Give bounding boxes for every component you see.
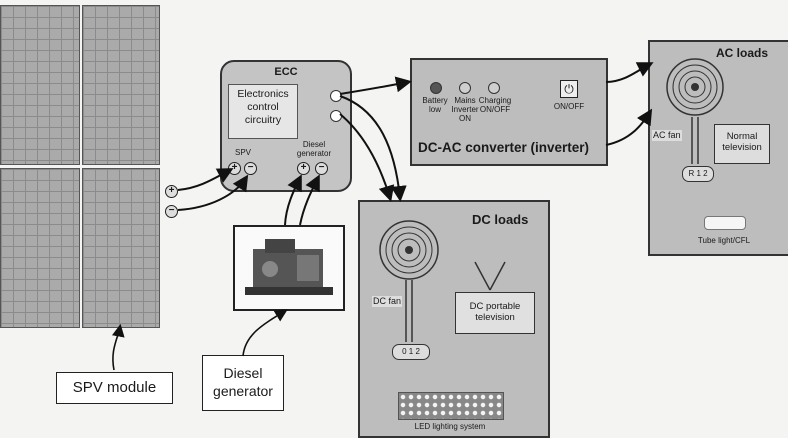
power-switch-icon[interactable]: ⏻: [560, 80, 578, 98]
pointer-diesel-label: [243, 311, 285, 356]
spv-module-panel: [0, 168, 80, 328]
ecc-spv-minus-terminal: −: [244, 162, 257, 175]
ecc-output-indicator: [330, 90, 342, 102]
led-lighting-label: LED lighting system: [390, 422, 510, 431]
inverter-title: DC-AC converter (inverter): [418, 140, 589, 155]
ac-fan-speed: R 1 2: [682, 166, 714, 182]
spv-module-label-text: SPV module: [73, 379, 156, 396]
tube-light-label: Tube light/CFL: [684, 236, 764, 245]
inverter-unit: Battery low Mains Inverter ON Charging O…: [410, 58, 608, 166]
ecc-spv-plus-terminal: +: [228, 162, 241, 175]
tube-light-icon: [704, 216, 746, 230]
spv-module-panel: [82, 168, 160, 328]
mains-inverter-label: Mains Inverter ON: [448, 96, 482, 123]
normal-tv: Normal television: [714, 124, 770, 164]
dc-loads-panel: DC loads DC fan 0 1 2 DC portable televi…: [358, 200, 550, 438]
ecc-diesel-label: Diesel generator: [292, 140, 336, 158]
spv-module-panel: [82, 5, 160, 165]
dc-fan-speed: 0 1 2: [392, 344, 430, 360]
ecc-unit: ECC Electronics control circuitry SPV Di…: [220, 60, 352, 192]
ac-loads-panel: AC loads AC fan R 1 2 Normal television …: [648, 40, 788, 256]
pointer-spv-label: [113, 327, 120, 370]
charging-led: [488, 82, 500, 94]
power-switch-label: ON/OFF: [550, 102, 588, 111]
ac-fan-icon: [665, 57, 725, 119]
ecc-title: ECC: [222, 66, 350, 78]
spv-module-label: SPV module: [56, 372, 173, 404]
ecc-output-indicator: [330, 110, 342, 122]
mains-inverter-led: [459, 82, 471, 94]
ecc-circuit-label: Electronics control circuitry: [228, 84, 298, 139]
charging-label: Charging ON/OFF: [478, 96, 512, 114]
normal-tv-label: Normal television: [715, 125, 769, 153]
spv-module-panel: [0, 5, 80, 165]
ecc-diesel-plus-terminal: +: [297, 162, 310, 175]
diesel-generator-icon: [235, 227, 343, 309]
wire-inverter-to-ac-loads-1: [606, 64, 650, 82]
diesel-generator-label: Diesel generator: [202, 355, 284, 411]
diesel-generator-label-text: Diesel generator: [203, 356, 283, 408]
dc-portable-tv: DC portable television: [455, 292, 535, 334]
led-lighting-icon: [398, 392, 504, 420]
ecc-spv-label: SPV: [228, 148, 258, 157]
spv-minus-terminal: −: [165, 205, 178, 218]
dc-fan-label: DC fan: [372, 296, 402, 307]
ecc-diesel-minus-terminal: −: [315, 162, 328, 175]
ac-fan-label: AC fan: [652, 130, 682, 141]
diesel-generator-image: [233, 225, 345, 311]
dc-portable-tv-label: DC portable television: [456, 293, 534, 323]
dc-loads-title: DC loads: [472, 212, 528, 227]
spv-plus-terminal: +: [165, 185, 178, 198]
wire-inverter-to-ac-loads-2: [606, 112, 650, 145]
battery-low-led: [430, 82, 442, 94]
dc-fan-icon: [378, 218, 440, 282]
